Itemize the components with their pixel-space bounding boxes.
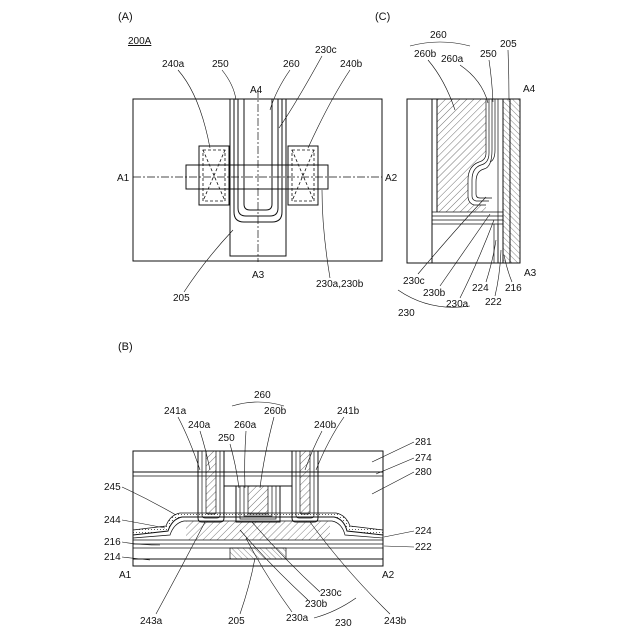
a-label-250: 250 [212,59,229,70]
a-label-205: 205 [173,293,190,304]
b-label-230: 230 [335,618,352,629]
c-label-250: 250 [480,49,497,60]
a-label-a2: A2 [385,173,398,184]
c-label-230a: 230a [446,299,469,310]
b-label-214: 214 [104,552,121,563]
b-label-243b: 243b [384,616,407,627]
c-semiconductor-205 [503,99,520,263]
panel-a: (A) 200A 240a 250 260 230c [117,11,398,304]
a-label-230ab: 230a,230b [316,279,364,290]
b-semiconductor-205 [230,548,286,559]
b-label-216: 216 [104,537,121,548]
b-label-243a: 243a [140,616,163,627]
b-oxide-230ab [186,521,330,540]
b-label-250: 250 [218,433,235,444]
b-label-a1: A1 [119,570,132,581]
b-label-280: 280 [415,467,432,478]
c-label-216: 216 [505,283,522,294]
panel-b: (B) [104,341,432,629]
b-label-224: 224 [415,526,432,537]
b-conductor-260b [248,486,268,514]
c-label-230b: 230b [423,288,446,299]
c-label-230c: 230c [403,276,425,287]
b-label-241b: 241b [337,406,360,417]
b-label-240b: 240b [314,420,337,431]
panel-c-label: (C) [375,11,390,23]
a-label-260: 260 [283,59,300,70]
c-label-260b: 260b [414,49,437,60]
c-label-205: 205 [500,39,517,50]
b-label-245: 245 [104,482,121,493]
a-outline [133,99,382,261]
a-label-a1: A1 [117,173,130,184]
b-label-281: 281 [415,437,432,448]
c-label-260a: 260a [441,54,464,65]
b-label-230a: 230a [286,613,309,624]
a-label-230c: 230c [315,45,337,56]
c-label-230: 230 [398,308,415,319]
b-label-230c: 230c [320,588,342,599]
c-label-a3: A3 [524,268,537,279]
b-label-205: 205 [228,616,245,627]
b-label-244: 244 [104,515,121,526]
panel-a-label: (A) [118,11,133,23]
b-label-240a: 240a [188,420,211,431]
b-label-260: 260 [254,390,271,401]
b-label-222: 222 [415,542,432,553]
b-label-241a: 241a [164,406,187,417]
panel-b-label: (B) [118,341,133,353]
c-conductor-260b [437,99,486,212]
c-label-224: 224 [472,283,489,294]
b-label-260a: 260a [234,420,257,431]
c-label-222: 222 [485,297,502,308]
a-label-a4: A4 [250,85,263,96]
c-label-a4: A4 [523,84,536,95]
b-label-230b: 230b [305,599,328,610]
b-label-274: 274 [415,453,432,464]
a-label-240a: 240a [162,59,185,70]
figure-id: 200A [128,36,152,47]
b-label-260b: 260b [264,406,287,417]
b-label-a2: A2 [382,570,395,581]
a-label-240b: 240b [340,59,363,70]
c-label-260: 260 [430,30,447,41]
a-label-a3: A3 [252,270,265,281]
panel-c: (C) 260 260b 260a 250 205 A4 [375,11,537,319]
